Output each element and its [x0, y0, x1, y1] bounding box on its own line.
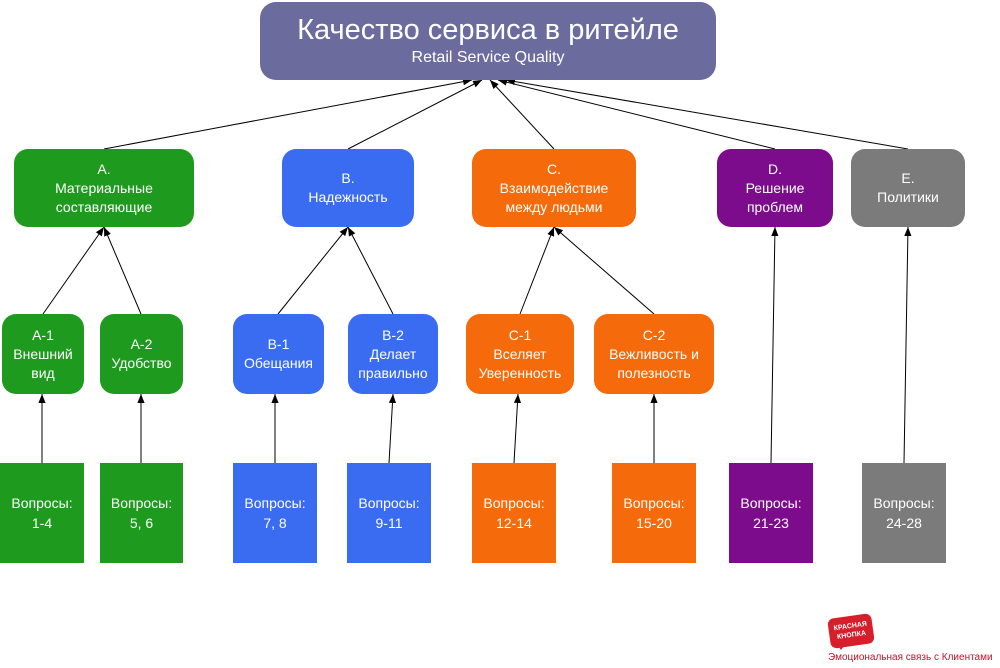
edge-q5-c1	[513, 393, 522, 464]
questions-c2-range: 15-20	[636, 515, 672, 531]
questions-b2-label: Вопросы:	[358, 495, 420, 511]
dimension-a-label-line1: Материальные	[55, 179, 153, 196]
dimension-e-label: Политики	[877, 189, 939, 205]
dimension-d-code: D.	[768, 160, 782, 177]
edge-b2-b	[347, 226, 394, 315]
questions-a1-label: Вопросы:	[11, 495, 73, 511]
questions-d-range: 21-23	[753, 515, 789, 531]
krasnaya-knopka-logo: КРАСНАЯ КНОПКА	[827, 613, 875, 650]
dimension-b: B. Надежность	[282, 149, 414, 227]
questions-c1-range: 12-14	[496, 515, 532, 531]
questions-a1-range: 1-4	[31, 515, 53, 531]
subdimension-c2-label-line1: Вежливость и	[609, 345, 699, 362]
questions-a2-range: 5, 6	[129, 515, 154, 531]
edge-e-q-e	[903, 226, 912, 464]
dimension-e-code: E.	[901, 170, 915, 186]
edge-c2-c	[553, 226, 655, 315]
dimension-e: E. Политики	[851, 149, 965, 227]
questions-b2: Вопросы: 9-11	[347, 463, 431, 563]
questions-c2: Вопросы: 15-20	[612, 463, 696, 563]
subdimension-b2-code: B-2	[382, 326, 404, 343]
subdimension-b1-code: B-1	[267, 336, 290, 352]
subdimension-b1-label: Обещания	[244, 355, 313, 371]
subdimension-b2-label-line2: правильно	[358, 364, 428, 381]
subdimension-c1-label-line2: Уверенность	[478, 364, 562, 381]
subdimension-c1-code: C-1	[508, 326, 532, 343]
dimension-b-code: B.	[341, 170, 355, 186]
questions-a1: Вопросы: 1-4	[0, 463, 84, 563]
questions-b1-range: 7, 8	[263, 515, 287, 531]
subdimension-a1: A-1 Внешний вид	[2, 314, 84, 394]
edge-c-root	[489, 79, 555, 150]
edge-d-q-d	[770, 226, 779, 464]
dimension-d-label-line2: проблем	[746, 198, 804, 215]
subdimension-c2: C-2 Вежливость и полезность	[594, 314, 714, 394]
edge-e-root	[505, 77, 909, 150]
edge-a-root	[103, 78, 473, 150]
dimension-c-label-line2: между людьми	[505, 198, 603, 215]
questions-a2: Вопросы: 5, 6	[100, 463, 183, 563]
root-node: Качество сервиса в ритейле Retail Servic…	[260, 2, 716, 80]
dimension-a-code: A.	[97, 160, 111, 177]
questions-c1: Вопросы: 12-14	[472, 463, 556, 563]
questions-a2-label: Вопросы:	[110, 495, 173, 511]
subdimension-a2: A-2 Удобство	[100, 314, 183, 394]
subdimension-c1-label-line1: Вселяет	[493, 345, 547, 362]
brand-tagline: Эмоциональная связь с Клиентами	[828, 652, 993, 663]
subdimension-a1-label-line1: Внешний	[13, 345, 73, 362]
subdimension-a1-code: A-1	[32, 326, 54, 343]
dimension-c-label-line1: Взаимодействие	[499, 179, 609, 196]
edge-b1-b	[277, 226, 349, 315]
dimension-c: C. Взаимодействие между людьми	[472, 149, 636, 227]
subdimension-c2-code: C-2	[642, 326, 666, 343]
dimension-a: A. Материальные составляющие	[14, 149, 194, 227]
questions-c1-label: Вопросы:	[483, 495, 545, 511]
subdimension-a2-code: A-2	[130, 336, 153, 352]
edge-b-root	[347, 79, 483, 150]
questions-e-label: Вопросы:	[873, 495, 935, 511]
subdimension-a1-label-line2: вид	[31, 364, 55, 381]
subdimension-c1: C-1 Вселяет Уверенность	[466, 314, 574, 394]
dimension-d-label-line1: Решение	[745, 179, 805, 196]
edge-q4-b2	[388, 393, 397, 464]
dimension-a-label-line2: составляющие	[55, 198, 153, 215]
dimension-c-code: C.	[547, 160, 561, 177]
edge-a1-a	[42, 226, 105, 315]
edge-c1-c	[519, 226, 555, 315]
questions-e-range: 24-28	[886, 515, 922, 531]
questions-d-label: Вопросы:	[740, 495, 802, 511]
questions-e: Вопросы: 24-28	[862, 463, 946, 563]
questions-b1-label: Вопросы:	[244, 495, 306, 511]
edge-d-root	[497, 78, 776, 150]
subdimension-b1: B-1 Обещания	[233, 314, 324, 394]
questions-d: Вопросы: 21-23	[729, 463, 813, 563]
subdimension-b2-label-line1: Делает	[369, 345, 417, 362]
subdimension-c2-label-line2: полезность	[617, 364, 691, 381]
questions-c2-label: Вопросы:	[623, 495, 685, 511]
subdimension-b2: B-2 Делает правильно	[348, 314, 438, 394]
edge-a2-a	[103, 226, 142, 315]
questions-b1: Вопросы: 7, 8	[233, 463, 317, 563]
root-subtitle: Retail Service Quality	[411, 49, 565, 66]
dimension-b-label: Надежность	[308, 189, 388, 205]
questions-b2-range: 9-11	[375, 515, 403, 531]
root-title: Качество сервиса в ритейле	[297, 14, 679, 46]
dimension-d: D. Решение проблем	[717, 149, 833, 227]
subdimension-a2-label: Удобство	[111, 355, 172, 371]
